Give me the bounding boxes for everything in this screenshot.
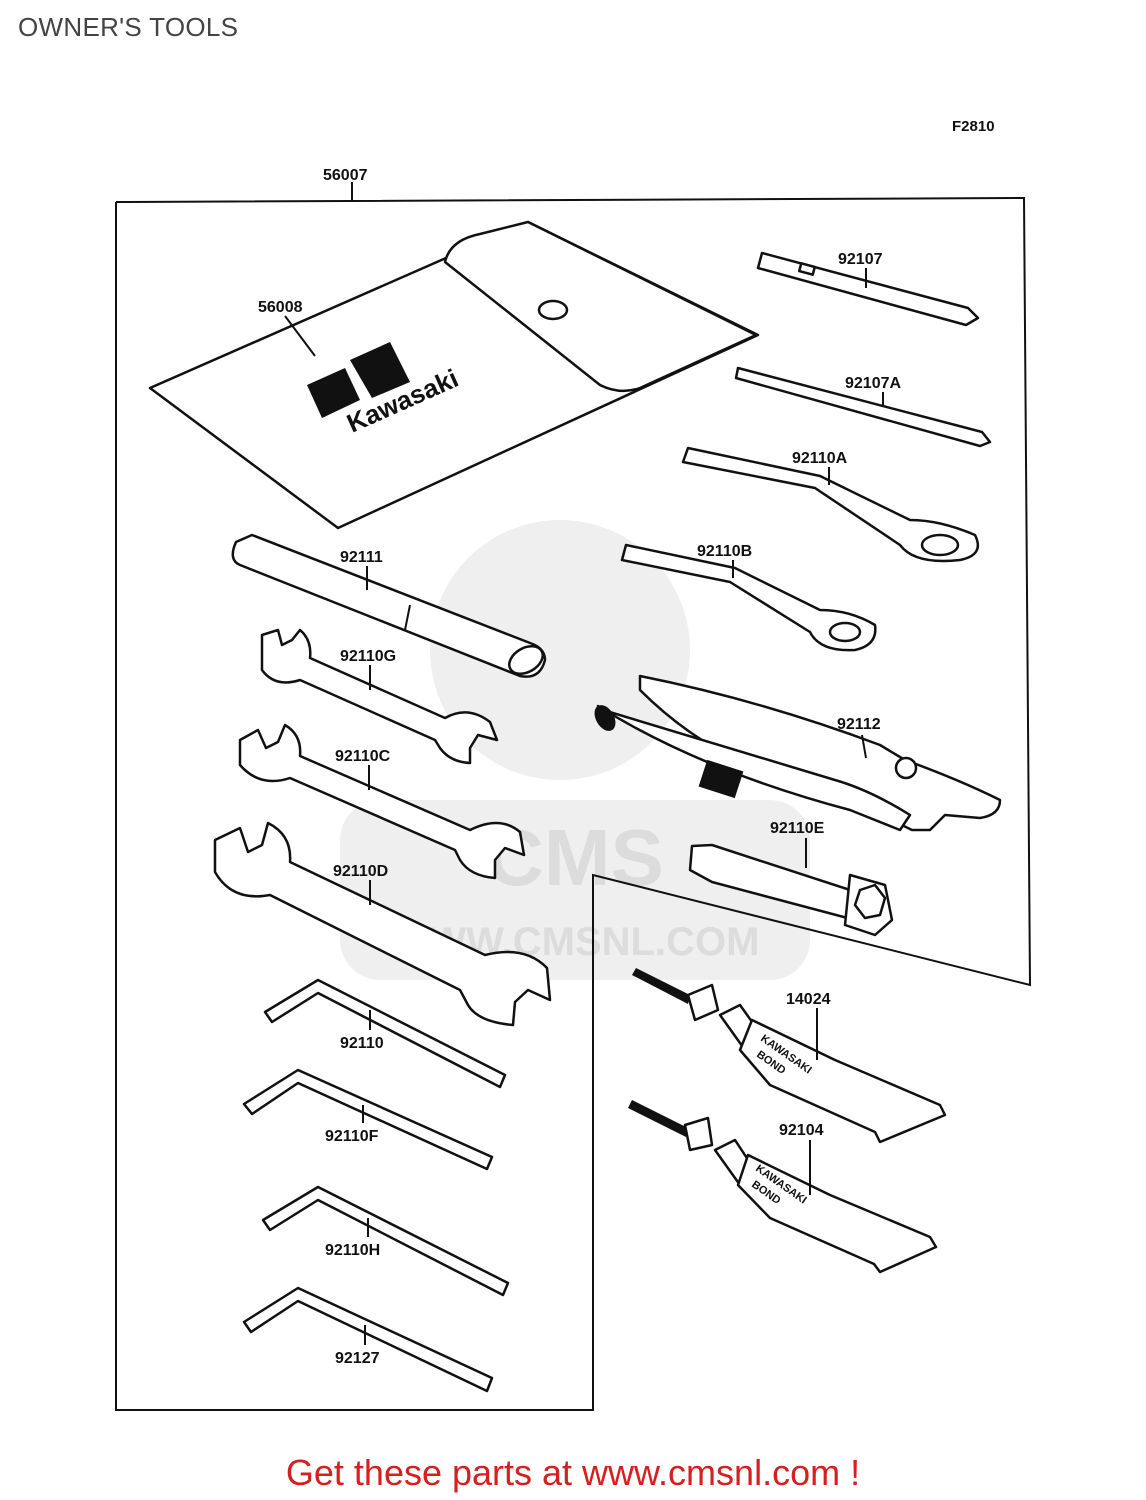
- label-92107A: 92107A: [845, 375, 901, 392]
- label-92110F: 92110F: [325, 1128, 379, 1145]
- bond-tube-92104: KAWASAKI BOND: [628, 1100, 938, 1274]
- label-92110B: 92110B: [697, 543, 752, 560]
- plug-wrench-92110E: [688, 843, 894, 937]
- label-56008: 56008: [258, 299, 303, 316]
- hex-key-92127: [242, 1286, 494, 1393]
- label-92104: 92104: [779, 1122, 824, 1139]
- screwdriver-92107A: [734, 366, 992, 448]
- cms-watermark: CMS WWW.CMSNL.COM: [340, 520, 810, 980]
- spanner-92110G: [260, 628, 499, 765]
- spanner-92110D: [213, 821, 552, 1027]
- label-92127: 92127: [335, 1350, 380, 1367]
- label-92111: 92111: [340, 549, 383, 566]
- hex-key-92110: [263, 978, 507, 1089]
- label-56007: 56007: [323, 167, 368, 184]
- box-wrench-92110B: [620, 543, 877, 652]
- spanner-92110C: [238, 723, 526, 880]
- part-labels: 56007 56008 92107 92107A 92110A 92111 92…: [258, 167, 901, 1367]
- handle-bar-92111: [231, 533, 547, 678]
- label-92107: 92107: [838, 251, 883, 268]
- label-92110: 92110: [340, 1035, 384, 1052]
- pliers-92112: [594, 674, 1002, 832]
- hex-key-92110F: [242, 1068, 494, 1171]
- label-92110A: 92110A: [792, 450, 848, 467]
- label-14024: 14024: [786, 991, 831, 1008]
- hex-key-92110H: [261, 1185, 510, 1297]
- box-wrench-92110A: [681, 446, 980, 563]
- tool-pouch: Kawasaki: [148, 220, 760, 530]
- screwdriver-92107: [756, 251, 980, 327]
- parts-diagram: CMS WWW.CMSNL.COM Kawasaki: [115, 167, 1032, 1411]
- label-92110C: 92110C: [335, 748, 391, 765]
- footer-cta[interactable]: Get these parts at www.cmsnl.com !: [285, 1452, 861, 1493]
- label-92112: 92112: [837, 716, 881, 733]
- label-92110D: 92110D: [333, 863, 388, 880]
- page-title: OWNER'S TOOLS: [18, 12, 239, 42]
- label-92110G: 92110G: [340, 648, 396, 665]
- label-92110E: 92110E: [770, 820, 825, 837]
- leader-lines: [284, 268, 884, 1345]
- figure-code: F2810: [952, 118, 995, 135]
- label-92110H: 92110H: [325, 1242, 380, 1259]
- bond-tube-14024: KAWASAKI BOND: [632, 968, 947, 1144]
- kit-bracket: [115, 182, 1032, 1411]
